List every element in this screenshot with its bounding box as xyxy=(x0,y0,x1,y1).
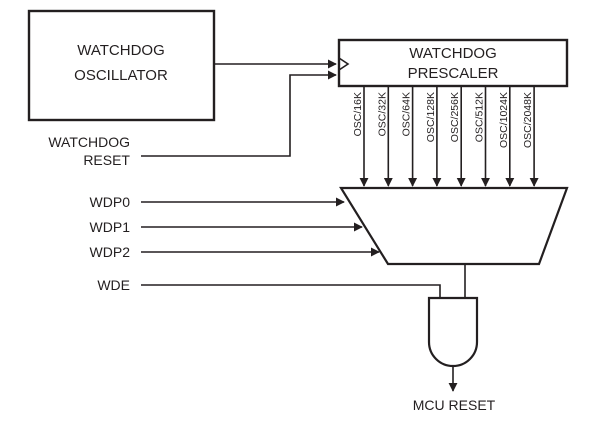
watchdog-prescaler-block: WATCHDOG PRESCALER xyxy=(337,38,569,88)
prescaler-tap-label: OSC/32K xyxy=(376,92,388,136)
wdp1-label: WDP1 xyxy=(90,219,131,235)
watchdog-reset-wire xyxy=(141,70,337,157)
wdp0-label: WDP0 xyxy=(90,194,131,210)
prescaler-label-line1: WATCHDOG xyxy=(409,45,497,62)
prescaler-label-line2: PRESCALER xyxy=(408,65,499,82)
prescaler-tap-label: OSC/2048K xyxy=(522,92,534,148)
prescaler-tap-label: OSC/1024K xyxy=(498,92,510,148)
watchdog-oscillator-block: WATCHDOG OSCILLATOR xyxy=(27,9,216,122)
clock-input-triangle xyxy=(338,57,350,71)
wde-wire xyxy=(141,284,441,298)
oscillator-label-line2: OSCILLATOR xyxy=(74,67,168,84)
multiplexer xyxy=(339,186,569,266)
prescaler-taps: OSC/16K OSC/32K OSC/64K OSC/128K OSC/256K OSC… xyxy=(352,86,539,187)
mcu-reset-label: MCU RESET xyxy=(413,397,496,413)
wdp2-label: WDP2 xyxy=(90,244,131,260)
prescaler-tap-label: OSC/128K xyxy=(425,92,437,142)
prescaler-tap-label: OSC/16K xyxy=(352,92,364,136)
prescaler-tap-label: OSC/64K xyxy=(401,92,413,136)
prescaler-tap-label: OSC/256K xyxy=(449,92,461,142)
wde-label: WDE xyxy=(97,277,130,293)
prescaler-tap-label: OSC/512K xyxy=(474,92,486,142)
watchdog-reset-label-line2: RESET xyxy=(83,152,130,168)
watchdog-reset-label-line1: WATCHDOG xyxy=(48,134,130,150)
and-gate xyxy=(427,296,479,368)
oscillator-label-line1: WATCHDOG xyxy=(77,42,165,59)
